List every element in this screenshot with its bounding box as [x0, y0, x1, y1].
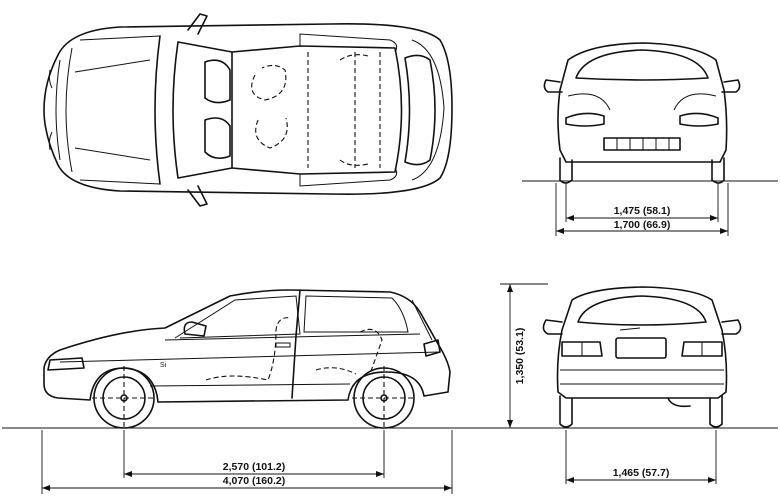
side-badge: Si — [160, 362, 167, 369]
top-view — [43, 13, 453, 207]
overall-height-label: 1,350 (53.1) — [514, 328, 526, 385]
front-view — [522, 42, 778, 184]
rear-view — [542, 286, 742, 428]
overall-length-label: 4,070 (160.2) — [223, 475, 285, 487]
rear-dimensions — [565, 430, 717, 484]
rear-track-label: 1,465 (57.7) — [613, 467, 670, 479]
wheelbase-label: 2,570 (101.2) — [223, 461, 285, 473]
front-dimensions — [555, 183, 729, 236]
front-track-label: 1,475 (58.1) — [614, 205, 671, 217]
side-dimensions — [41, 430, 453, 494]
overall-width-label: 1,700 (66.9) — [614, 219, 671, 231]
side-view: Si — [2, 289, 778, 430]
height-dimension — [500, 283, 548, 428]
